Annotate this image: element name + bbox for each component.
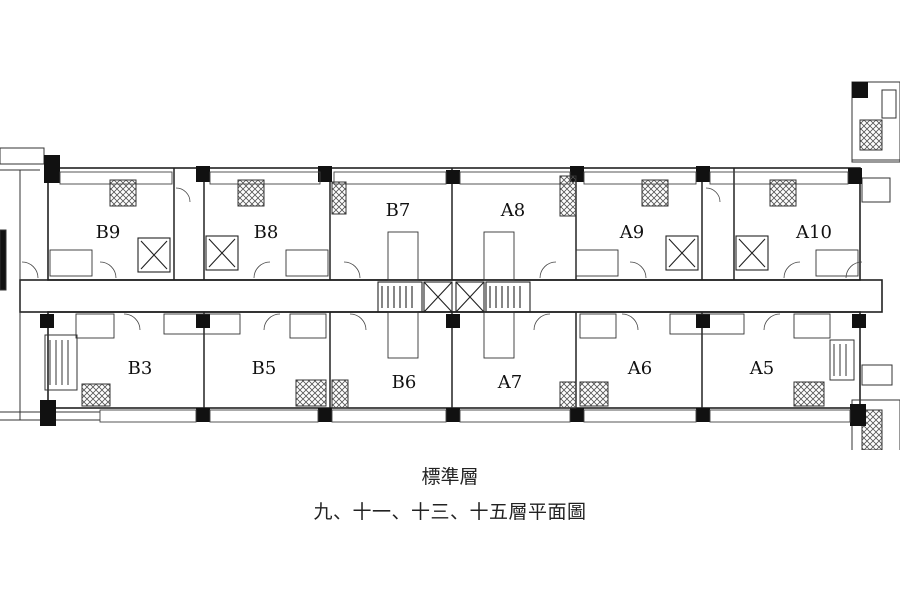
central-core <box>377 281 531 313</box>
unit-label-b9: B9 <box>96 222 121 243</box>
unit-labels: B9 B8 B7 A8 A9 A10 B3 B5 B6 A7 A6 A5 <box>96 200 832 393</box>
top-row-walls <box>173 168 735 280</box>
columns <box>40 82 868 426</box>
left-annex <box>0 147 100 421</box>
caption-subtitle: 九、十一、十三、十五層平面圖 <box>313 501 587 523</box>
unit-label-b7: B7 <box>386 200 411 221</box>
unit-label-b6: B6 <box>392 372 417 393</box>
right-annex <box>829 81 900 450</box>
hatched-shafts <box>81 175 825 409</box>
unit-label-a8: A8 <box>500 200 525 221</box>
unit-label-a9: A9 <box>619 222 644 243</box>
unit-label-b5: B5 <box>252 358 277 379</box>
unit-label-b8: B8 <box>254 222 279 243</box>
unit-label-a10: A10 <box>795 222 832 243</box>
door-swings <box>21 187 863 331</box>
unit-label-a7: A7 <box>497 372 522 393</box>
unit-label-b3: B3 <box>128 358 153 379</box>
caption-title: 標準層 <box>421 466 479 488</box>
unit-label-a6: A6 <box>627 358 652 379</box>
floor-plan: B9 B8 B7 A8 A9 A10 B3 B5 B6 A7 A6 A5 <box>0 81 900 450</box>
closets <box>137 235 769 273</box>
unit-label-a5: A5 <box>749 358 774 379</box>
bathrooms <box>49 231 859 359</box>
window-strips <box>59 171 851 423</box>
